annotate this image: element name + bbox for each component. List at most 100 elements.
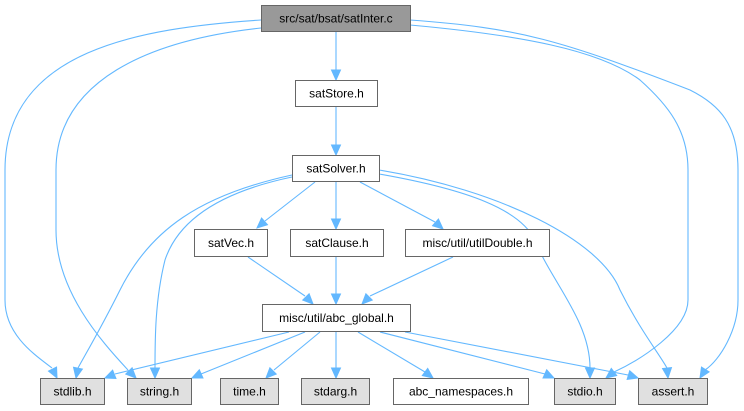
edge-line <box>369 256 454 297</box>
edge-satSolver-to-string <box>149 176 293 380</box>
edge-line <box>55 27 262 371</box>
node-assert-h: assert.h <box>638 378 708 405</box>
arrowhead-icon <box>330 144 342 157</box>
node-stdarg-h: stdarg.h <box>301 378 370 405</box>
node-satsolver-h[interactable]: satSolver.h <box>292 155 380 182</box>
arrowhead-icon <box>190 368 204 379</box>
arrowhead-icon <box>330 218 342 231</box>
edge-satVec-to-abcGlobal <box>247 256 314 305</box>
arrowhead-icon <box>330 293 342 306</box>
node-label: misc/util/abc_global.h <box>279 311 394 325</box>
node-label: satSolver.h <box>306 162 365 176</box>
arrowhead-icon <box>301 292 314 305</box>
edge-line <box>409 24 689 373</box>
arrowhead-icon <box>72 366 84 380</box>
edge-satStore-to-satSolver <box>330 107 342 157</box>
node-label: assert.h <box>652 385 695 399</box>
edge-line <box>200 331 306 375</box>
arrowhead-icon <box>330 69 342 82</box>
edge-abcGlobal-to-stdio <box>379 331 556 379</box>
node-box <box>301 378 370 405</box>
edge-satSolver-to-stdlib <box>72 174 293 380</box>
edge-satClause-to-abcGlobal <box>330 257 342 306</box>
edge-line <box>409 19 739 371</box>
edge-line <box>378 173 591 369</box>
node-box <box>295 80 378 107</box>
edge-satInter-to-satStore <box>330 32 342 82</box>
edge-satInter-to-string <box>55 27 262 379</box>
node-satclause-h[interactable]: satClause.h <box>290 229 384 257</box>
edge-abcGlobal-to-stdlib <box>103 331 290 379</box>
node-time-h: time.h <box>220 378 279 405</box>
edge-satInter-to-stdio <box>409 24 689 379</box>
edge-line <box>114 331 290 375</box>
node-abc-global-h[interactable]: misc/util/abc_global.h <box>262 304 411 332</box>
edge-line <box>77 174 293 369</box>
node-satvec-h[interactable]: satVec.h <box>194 229 268 257</box>
edge-line <box>273 331 321 371</box>
node-label: satVec.h <box>208 236 254 250</box>
edge-line <box>359 181 436 223</box>
arrowhead-icon <box>361 292 374 305</box>
node-label: stdlib.h <box>53 385 91 399</box>
arrowhead-icon <box>47 366 58 380</box>
node-box <box>127 378 192 405</box>
arrowhead-icon <box>431 218 444 230</box>
node-label: src/sat/bsat/satInter.c <box>279 12 392 26</box>
arrowhead-icon <box>149 367 161 380</box>
node-box <box>40 378 105 405</box>
node-stdio-h: stdio.h <box>554 378 616 405</box>
edge-line <box>378 169 668 369</box>
node-label: time.h <box>233 385 266 399</box>
arrowhead-icon <box>661 367 673 380</box>
node-box <box>554 378 616 405</box>
node-box <box>638 378 708 405</box>
node-box <box>393 378 529 405</box>
node-label: abc_namespaces.h <box>409 385 513 399</box>
node-utildouble-h[interactable]: misc/util/utilDouble.h <box>405 229 550 257</box>
node-stdlib-h: stdlib.h <box>40 378 105 405</box>
edge-utilDouble-to-abcGlobal <box>361 256 454 305</box>
node-box <box>292 155 380 182</box>
node-box <box>290 229 384 257</box>
node-satstore-h[interactable]: satStore.h <box>295 80 378 107</box>
arrowhead-icon <box>103 369 117 379</box>
edge-abcGlobal-to-abcNamespaces <box>357 331 434 379</box>
node-label: satStore.h <box>309 87 364 101</box>
node-label: misc/util/utilDouble.h <box>422 236 532 250</box>
edge-line <box>357 331 426 373</box>
arrowhead-icon <box>542 368 556 379</box>
edge-line <box>247 256 306 297</box>
edge-abcGlobal-to-time <box>265 331 321 379</box>
edge-satSolver-to-assert <box>378 169 673 380</box>
node-label: stdarg.h <box>314 385 357 399</box>
arrowhead-icon <box>626 369 640 381</box>
edge-satSolver-to-satClause <box>330 182 342 231</box>
node-string-h: string.h <box>127 378 192 405</box>
node-label: string.h <box>140 385 179 399</box>
arrowhead-icon <box>265 366 278 379</box>
arrowhead-icon <box>584 367 596 380</box>
edge-satSolver-to-utilDouble <box>359 181 444 230</box>
arrowhead-icon <box>421 367 434 379</box>
node-box <box>194 229 268 257</box>
node-box <box>262 304 411 332</box>
node-satinter-c[interactable]: src/sat/bsat/satInter.c <box>261 5 411 32</box>
node-box <box>405 229 550 257</box>
edge-line <box>379 331 546 375</box>
edge-line <box>154 176 293 369</box>
edge-abcGlobal-to-stdarg <box>330 332 342 380</box>
arrowhead-icon <box>330 367 342 380</box>
arrowhead-icon <box>605 367 618 379</box>
edge-satInter-to-stdlib <box>4 19 262 380</box>
edge-line <box>404 331 629 376</box>
edge-line <box>264 181 316 222</box>
node-box <box>220 378 279 405</box>
edge-abcGlobal-to-assert <box>404 331 640 381</box>
node-label: satClause.h <box>305 236 368 250</box>
arrowhead-icon <box>256 217 269 229</box>
edge-abcGlobal-to-string <box>190 331 306 379</box>
nodes-layer: src/sat/bsat/satInter.c satStore.h satSo… <box>40 5 708 405</box>
node-abc-namespaces-h[interactable]: abc_namespaces.h <box>393 378 529 405</box>
